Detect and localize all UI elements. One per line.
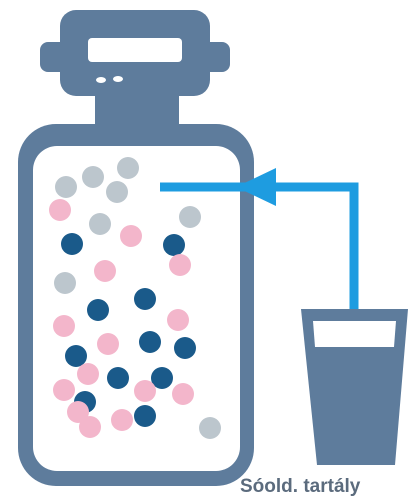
resin-bead-gray — [54, 272, 76, 294]
resin-bead-navy — [87, 299, 109, 321]
resin-bead-pink — [97, 333, 119, 355]
resin-bead-navy — [134, 405, 156, 427]
resin-bead-gray — [82, 166, 104, 188]
control-head-icon — [40, 10, 230, 96]
brine-tank-window — [313, 321, 396, 347]
resin-bead-pink — [120, 225, 142, 247]
resin-bead-gray — [106, 181, 128, 203]
resin-bead-pink — [111, 409, 133, 431]
resin-bead-pink — [53, 379, 75, 401]
display-window — [88, 38, 182, 62]
resin-bead-pink — [169, 254, 191, 276]
resin-bead-gray — [89, 213, 111, 235]
resin-bead-navy — [61, 233, 83, 255]
resin-bead-pink — [49, 199, 71, 221]
resin-bead-navy — [107, 367, 129, 389]
indicator-light — [96, 77, 106, 83]
tank-caption: Sóold. tartály — [240, 476, 411, 498]
resin-bead-pink — [134, 380, 156, 402]
resin-bead-navy — [134, 288, 156, 310]
resin-bead-gray — [179, 206, 201, 228]
resin-bead-navy — [139, 331, 161, 353]
resin-bead-navy — [174, 337, 196, 359]
resin-bead-gray — [199, 417, 221, 439]
resin-bead-pink — [77, 363, 99, 385]
resin-bead-gray — [117, 157, 139, 179]
resin-bead-pink — [167, 309, 189, 331]
resin-bead-pink — [79, 416, 101, 438]
resin-bead-navy — [65, 345, 87, 367]
indicator-light — [113, 76, 123, 82]
resin-bead-pink — [94, 260, 116, 282]
resin-bead-pink — [53, 315, 75, 337]
brine-tank-icon — [301, 309, 408, 465]
resin-bead-gray — [55, 176, 77, 198]
resin-bead-navy — [163, 234, 185, 256]
resin-bead-pink — [172, 383, 194, 405]
